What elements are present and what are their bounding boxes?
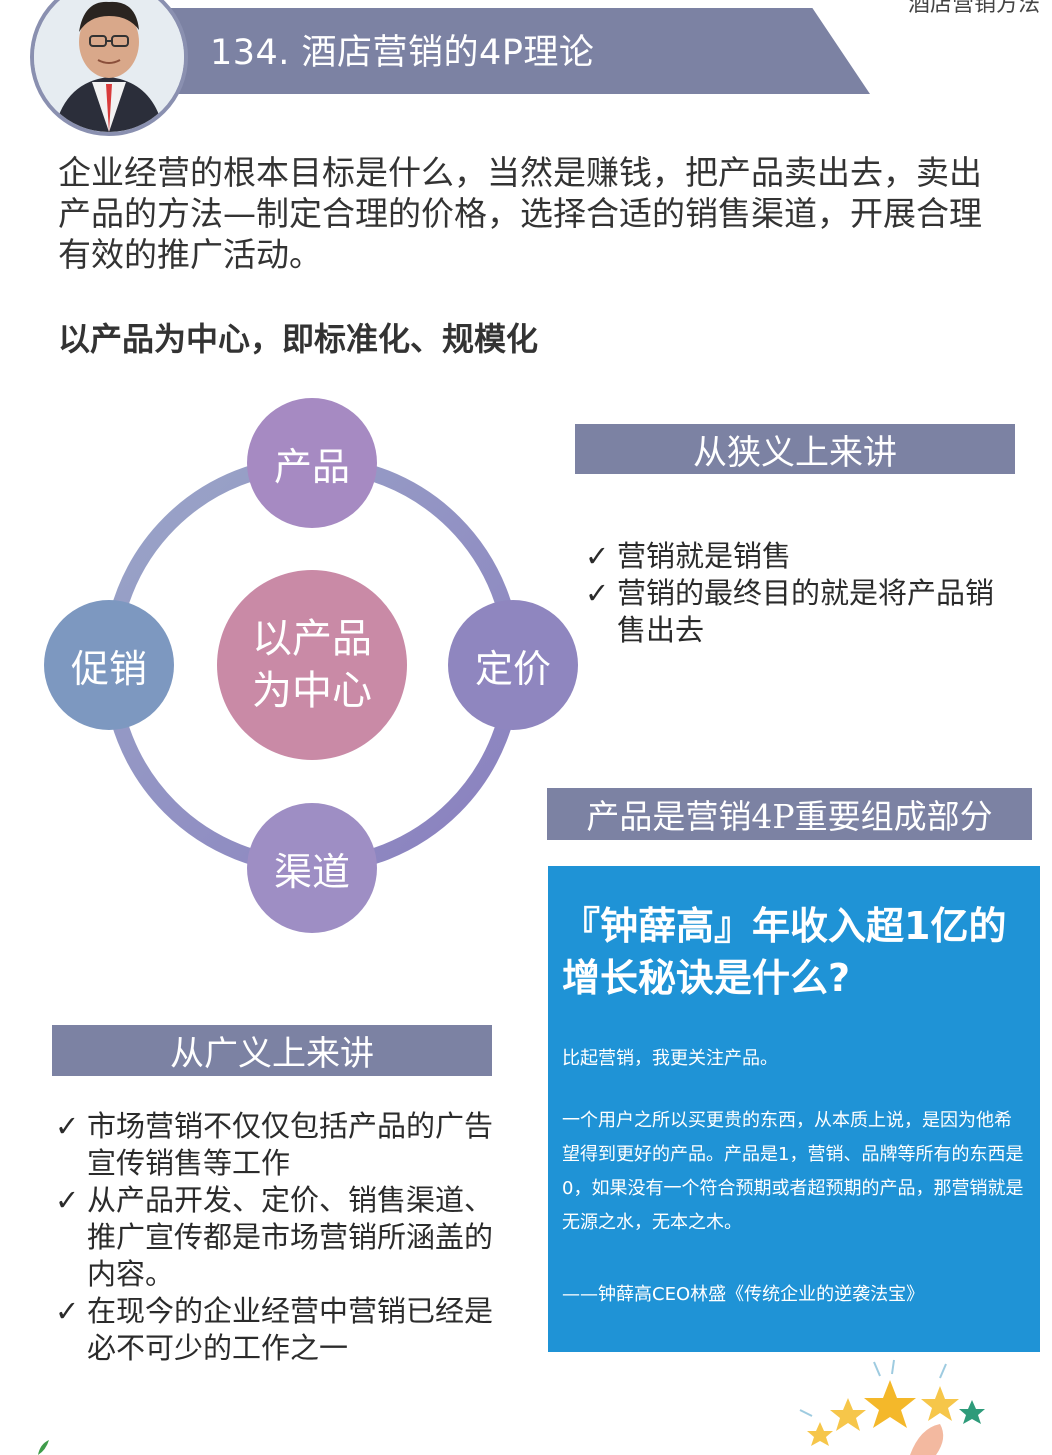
- stars-decoration-icon: [799, 1359, 985, 1455]
- node-channel: 渠道: [247, 803, 377, 933]
- quote-box: 『钟薛高』年收入超1亿的增长秘诀是什么? 比起营销，我更关注产品。 一个用户之所…: [548, 866, 1040, 1352]
- title-banner: [150, 8, 870, 94]
- check-icon: ✓: [55, 1109, 80, 1143]
- list-item: ✓在现今的企业经营中营销已经是必不可少的工作之一: [55, 1293, 505, 1367]
- four-p-label: 产品是营销4P重要组成部分: [547, 788, 1032, 840]
- broad-definition-list: ✓市场营销不仅仅包括产品的广告宣传销售等工作 ✓从产品开发、定价、销售渠道、推广…: [55, 1108, 505, 1367]
- check-icon: ✓: [55, 1183, 80, 1217]
- corner-caption: 酒店营销方法: [907, 0, 1040, 17]
- list-item-text: 市场营销不仅仅包括产品的广告宣传销售等工作: [87, 1109, 494, 1180]
- narrow-definition-list: ✓营销就是销售 ✓营销的最终目的就是将产品销售出去: [585, 538, 1005, 649]
- quote-source: ——钟薛高CEO林盛《传统企业的逆袭法宝》: [562, 1284, 925, 1305]
- person-illustration: [34, 0, 184, 132]
- node-promotion: 促销: [44, 600, 174, 730]
- four-p-diagram: 产品 定价 渠道 促销 以产品为中心: [40, 395, 590, 940]
- subheading: 以产品为中心，即标准化、规模化: [58, 320, 539, 358]
- check-icon: ✓: [585, 576, 610, 610]
- quote-paragraph-2: 一个用户之所以买更贵的东西，从本质上说，是因为他希望得到更好的产品。产品是1，营…: [562, 1110, 1024, 1233]
- narrow-definition-label: 从狭义上来讲: [575, 424, 1015, 474]
- list-item: ✓从产品开发、定价、销售渠道、推广宣传都是市场营销所涵盖的内容。: [55, 1182, 505, 1293]
- list-item: ✓市场营销不仅仅包括产品的广告宣传销售等工作: [55, 1108, 505, 1182]
- list-item-text: 在现今的企业经营中营销已经是必不可少的工作之一: [87, 1294, 494, 1365]
- list-item-text: 从产品开发、定价、销售渠道、推广宣传都是市场营销所涵盖的内容。: [87, 1183, 494, 1291]
- leaf-icon: [38, 1440, 49, 1455]
- node-price-label: 定价: [474, 646, 551, 691]
- check-icon: ✓: [55, 1294, 80, 1328]
- list-item: ✓营销就是销售: [585, 538, 1005, 575]
- quote-paragraph-1: 比起营销，我更关注产品。: [562, 1048, 778, 1069]
- node-promotion-label: 促销: [70, 646, 147, 691]
- author-avatar: [30, 0, 188, 136]
- list-item-text: 营销的最终目的就是将产品销售出去: [617, 576, 995, 647]
- list-item-text: 营销就是销售: [617, 539, 792, 573]
- node-price: 定价: [448, 600, 578, 730]
- node-channel-label: 渠道: [273, 849, 350, 894]
- list-item: ✓营销的最终目的就是将产品销售出去: [585, 575, 1005, 649]
- node-product-label: 产品: [273, 444, 350, 489]
- broad-definition-label: 从广义上来讲: [52, 1025, 492, 1076]
- node-center: 以产品为中心: [217, 570, 407, 760]
- node-center-label: 以产品为中心: [252, 616, 372, 714]
- page-title: 134. 酒店营销的4P理论: [210, 33, 595, 73]
- quote-heading: 『钟薛高』年收入超1亿的增长秘诀是什么?: [562, 904, 1007, 1000]
- intro-paragraph: 企业经营的根本目标是什么，当然是赚钱，把产品卖出去，卖出产品的方法—制定合理的价…: [58, 153, 982, 274]
- node-product: 产品: [247, 398, 377, 528]
- check-icon: ✓: [585, 539, 610, 573]
